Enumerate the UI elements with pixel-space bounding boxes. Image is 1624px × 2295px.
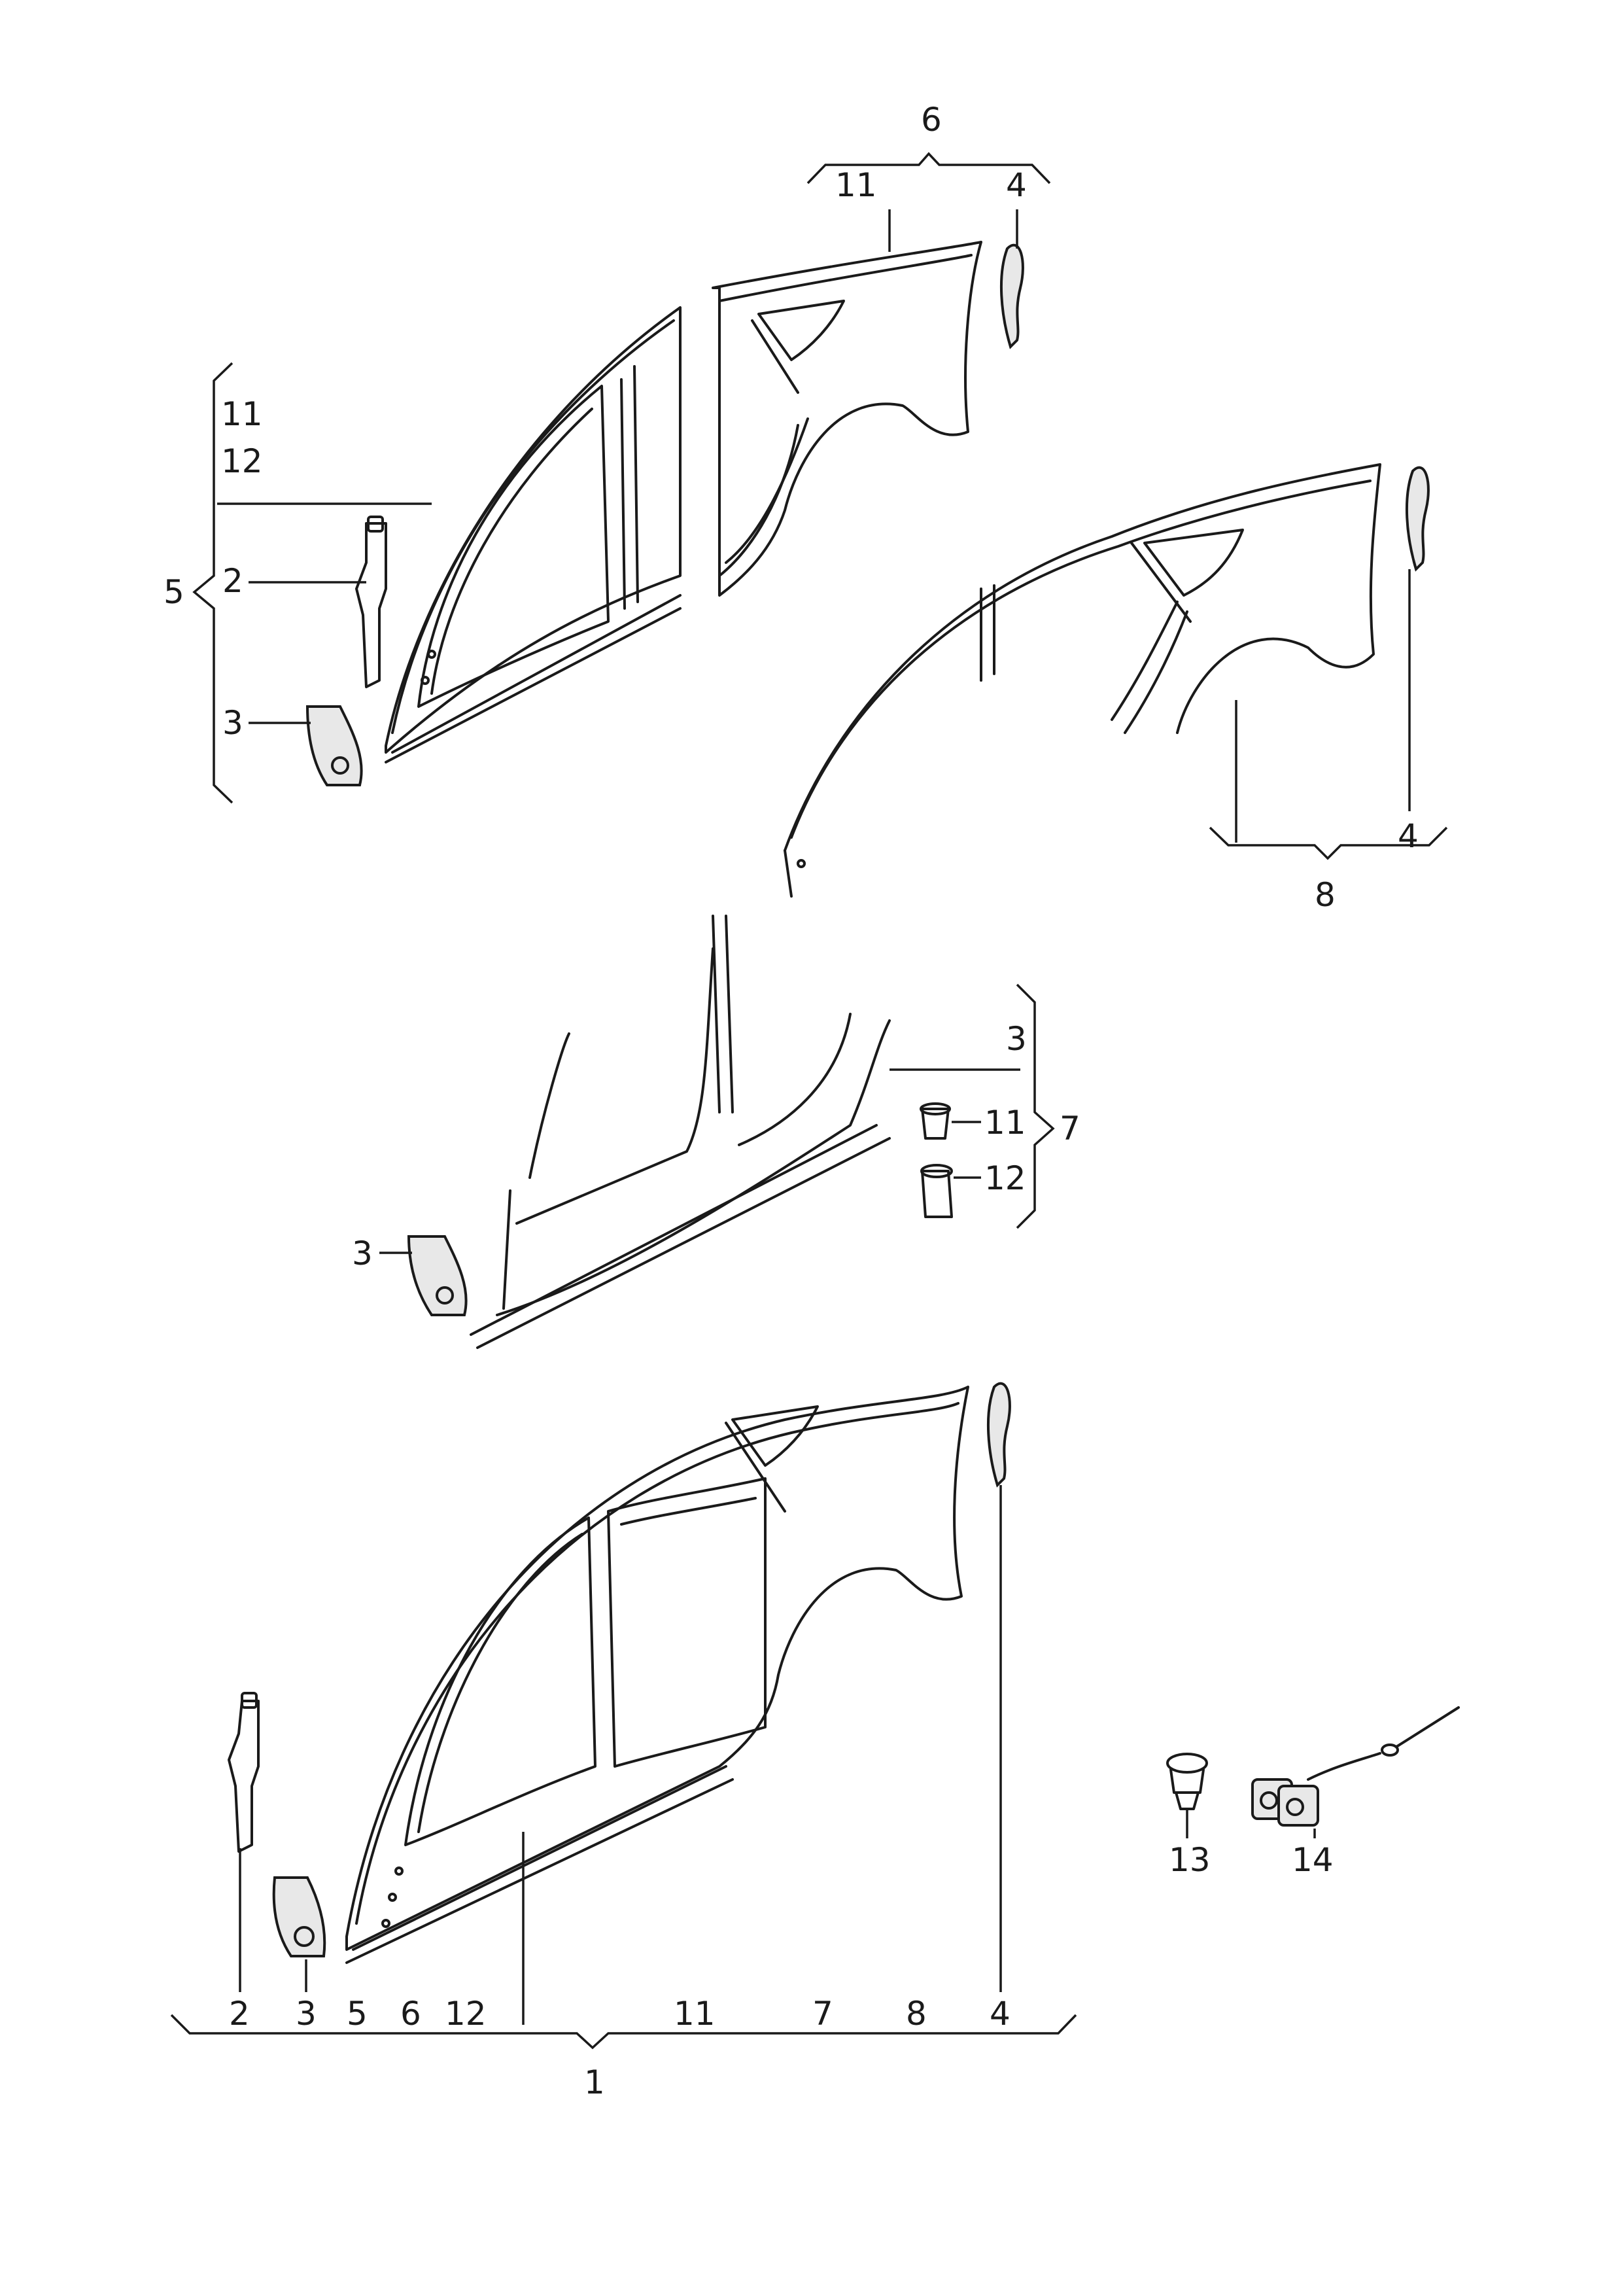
bracket-5 xyxy=(192,362,233,804)
callout-6-4: 4 xyxy=(1006,166,1027,204)
bracket-part-3-bottom xyxy=(272,1876,326,1957)
plug-part-11 xyxy=(920,1102,951,1140)
sleeve-part-12 xyxy=(920,1164,953,1218)
callout-5-11: 11 xyxy=(221,395,263,433)
callout-6: 6 xyxy=(921,101,942,139)
callout-14: 14 xyxy=(1292,1841,1334,1879)
callout-1-7: 7 xyxy=(812,1995,833,2033)
bracket-8 xyxy=(1209,826,1448,860)
callout-1-3: 3 xyxy=(296,1995,317,2033)
callout-7-12: 12 xyxy=(984,1159,1026,1197)
bracket-7 xyxy=(1016,983,1055,1229)
sill-panel-middle xyxy=(470,915,891,1349)
callout-8-4: 4 xyxy=(1398,817,1419,855)
callout-5-2: 2 xyxy=(222,562,243,600)
callout-13: 13 xyxy=(1169,1841,1211,1879)
bracket-part-4-bottom xyxy=(986,1382,1011,1488)
bracket-6 xyxy=(806,152,1051,184)
callout-1-12: 12 xyxy=(445,1995,487,2033)
bracket-part-3-top xyxy=(305,705,363,786)
bracket-part-2-bottom xyxy=(228,1692,260,1853)
callout-8: 8 xyxy=(1315,876,1336,914)
callout-6-11: 11 xyxy=(835,166,877,204)
callout-7-3: 3 xyxy=(1006,1020,1027,1058)
callout-1-8: 8 xyxy=(906,1995,927,2033)
callout-1-6: 6 xyxy=(400,1995,421,2033)
bracket-part-2-top xyxy=(355,516,387,688)
callout-1-4: 4 xyxy=(990,1995,1011,2033)
callout-7-3-left: 3 xyxy=(352,1235,373,1272)
callout-5: 5 xyxy=(164,573,184,611)
side-panel-rear-large xyxy=(784,463,1381,898)
callout-1-5: 5 xyxy=(347,1995,368,2033)
clip-part-13 xyxy=(1166,1753,1208,1810)
side-panel-complete xyxy=(345,1386,969,1964)
callout-7-11: 11 xyxy=(984,1104,1026,1142)
callout-5-3: 3 xyxy=(222,704,243,742)
side-panel-top-front xyxy=(385,306,682,763)
callout-1-2: 2 xyxy=(229,1995,250,2033)
bracket-1 xyxy=(170,2014,1077,2050)
side-panel-top-rear xyxy=(712,241,982,597)
callout-5-12: 12 xyxy=(221,442,263,480)
bracket-part-3-middle xyxy=(407,1235,468,1316)
callout-7: 7 xyxy=(1060,1110,1080,1148)
bracket-part-4-right xyxy=(1405,466,1430,572)
callout-1-11: 11 xyxy=(674,1995,716,2033)
harness-part-14 xyxy=(1251,1706,1460,1827)
callout-1: 1 xyxy=(584,2063,605,2101)
bracket-part-4-top xyxy=(999,243,1024,349)
